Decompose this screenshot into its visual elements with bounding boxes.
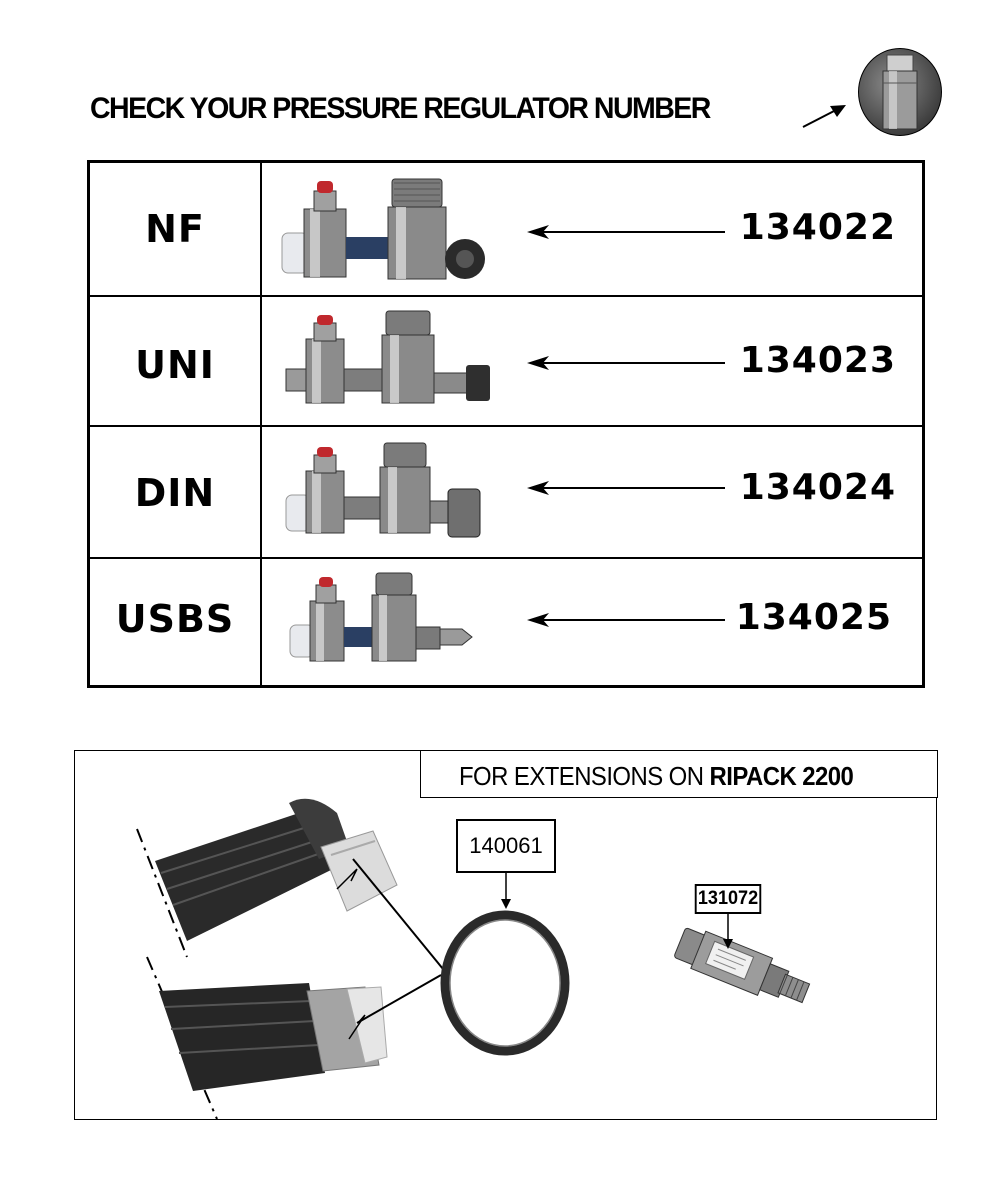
valve-reference: 131072 xyxy=(694,884,762,914)
extensions-panel: FOR EXTENSIONS ON RIPACK 2200 140061 131… xyxy=(74,749,938,1120)
regulator-din-photo xyxy=(285,442,481,538)
regulator-code: 134022 xyxy=(739,207,896,248)
table-row: NF 134022 xyxy=(90,163,922,297)
extensions-title: FOR EXTENSIONS ON RIPACK 2200 xyxy=(459,760,854,791)
regulator-name: USBS xyxy=(115,597,235,641)
regulator-name: DIN xyxy=(134,471,216,515)
regulator-uni-photo xyxy=(285,310,490,404)
regulator-nozzle-thumbnail xyxy=(858,48,942,136)
regulator-code: 134024 xyxy=(739,467,896,508)
table-row: DIN 134024 xyxy=(90,427,922,559)
regulator-code: 134025 xyxy=(735,597,892,638)
page-heading: CHECK YOUR PRESSURE REGULATOR NUMBER xyxy=(90,92,711,125)
arrow-left-icon xyxy=(527,481,725,495)
hose-end-photo xyxy=(136,798,398,1120)
regulator-usbs-photo xyxy=(289,572,473,662)
table-row: USBS 134025 xyxy=(90,559,922,685)
regulator-code: 134023 xyxy=(739,340,896,381)
arrow-up-right-icon xyxy=(802,105,846,128)
extensions-illustration xyxy=(136,798,811,1120)
regulator-name: NF xyxy=(145,207,205,251)
arrow-left-icon xyxy=(527,356,725,370)
oring-reference: 140061 xyxy=(456,819,556,873)
regulator-nf-photo xyxy=(281,178,485,280)
extensions-title-box: FOR EXTENSIONS ON RIPACK 2200 xyxy=(420,749,938,798)
arrow-left-icon xyxy=(527,225,725,239)
check-valve-photo xyxy=(674,927,811,1004)
oring-photo xyxy=(440,910,570,1056)
table-row: UNI 134023 xyxy=(90,297,922,427)
regulator-table: NF 134022 UNI xyxy=(87,160,925,688)
arrow-left-icon xyxy=(527,613,725,627)
column-divider xyxy=(260,163,262,685)
regulator-name: UNI xyxy=(135,343,215,387)
